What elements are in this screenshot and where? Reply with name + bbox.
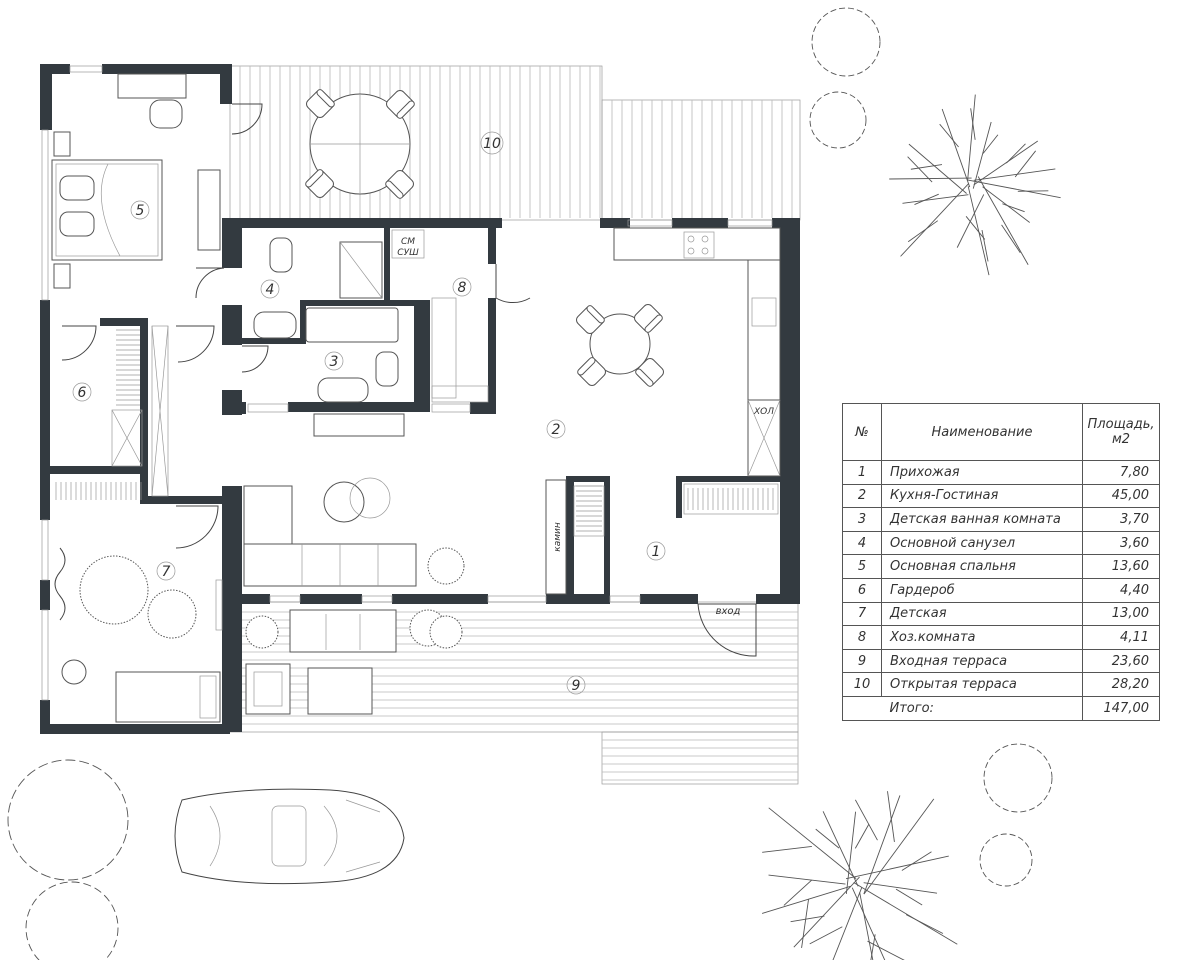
- car: [174, 788, 405, 885]
- total-label: Итого:: [881, 695, 1083, 721]
- row-num: 7: [842, 601, 882, 627]
- room-number-2: 2: [552, 422, 561, 438]
- room-number-4: 4: [266, 282, 275, 298]
- table-total-row: Итого:147,00: [842, 695, 1160, 721]
- room-numbers: 1 2 3 4 5 6 7 8 9 10: [72, 131, 666, 695]
- table-header-row: № Наименование Площадь, м2: [842, 403, 1160, 461]
- row-num: 9: [842, 648, 882, 674]
- entrance-terrace-furniture: [245, 609, 463, 715]
- row-name: Детская ванная комната: [881, 507, 1083, 532]
- washer-label: СМ: [401, 237, 415, 247]
- row-name: Основной санузел: [881, 530, 1083, 556]
- kitchen-furniture: [573, 227, 781, 477]
- living-furniture: [243, 477, 779, 595]
- room-number-9: 9: [572, 678, 581, 694]
- row-area: 28,20: [1082, 672, 1160, 697]
- row-area: 23,60: [1082, 648, 1160, 674]
- room-number-3: 3: [330, 354, 339, 370]
- row-name: Детская: [881, 601, 1083, 627]
- row-area: 45,00: [1082, 483, 1160, 509]
- entrance-label: вход: [716, 606, 741, 617]
- room-number-10: 10: [483, 136, 501, 152]
- row-num: 5: [842, 554, 882, 579]
- row-num: 4: [842, 530, 882, 556]
- row-area: 4,11: [1082, 625, 1160, 650]
- bedroom-furniture: [51, 73, 221, 289]
- row-area: 13,00: [1082, 601, 1160, 627]
- room-number-8: 8: [458, 280, 467, 296]
- header-area-line2: м2: [1111, 432, 1131, 447]
- row-num: 8: [842, 625, 882, 650]
- row-area: 3,70: [1082, 507, 1160, 532]
- row-num: 2: [842, 483, 882, 509]
- windows: [41, 65, 773, 701]
- row-name: Кухня-Гостиная: [881, 483, 1083, 509]
- room-number-6: 6: [78, 385, 87, 401]
- row-name: Гардероб: [881, 577, 1083, 603]
- room-number-5: 5: [136, 203, 145, 219]
- header-name: Наименование: [881, 403, 1083, 461]
- row-num: 6: [842, 577, 882, 603]
- row-area: 3,60: [1082, 530, 1160, 556]
- bathroom-fixtures: [253, 229, 489, 437]
- row-name: Входная терраса: [881, 648, 1083, 674]
- header-area: Площадь, м2: [1082, 403, 1160, 461]
- row-name: Хоз.комната: [881, 625, 1083, 650]
- row-name: Прихожая: [881, 460, 1083, 485]
- row-name: Основная спальня: [881, 554, 1083, 579]
- header-num: №: [842, 403, 882, 461]
- kids-room-furniture: [54, 547, 223, 723]
- row-area: 13,60: [1082, 554, 1160, 579]
- doors: [61, 103, 757, 657]
- row-num: 3: [842, 507, 882, 532]
- row-area: 7,80: [1082, 460, 1160, 485]
- walls: [40, 64, 800, 734]
- total-area: 147,00: [1082, 695, 1160, 721]
- header-area-line1: Площадь,: [1087, 417, 1155, 432]
- room-number-1: 1: [652, 544, 661, 560]
- row-name: Открытая терраса: [881, 672, 1083, 697]
- total-num: [842, 695, 882, 721]
- row-area: 4,40: [1082, 577, 1160, 603]
- terrace-table: [303, 87, 417, 201]
- fridge-label: ХОЛ: [753, 407, 774, 417]
- trees: [7, 7, 1061, 960]
- room-number-7: 7: [162, 564, 171, 580]
- row-num: 1: [842, 460, 882, 485]
- fireplace-label: камин: [553, 522, 563, 552]
- row-num: 10: [842, 672, 882, 697]
- dryer-label: СУШ: [397, 248, 419, 258]
